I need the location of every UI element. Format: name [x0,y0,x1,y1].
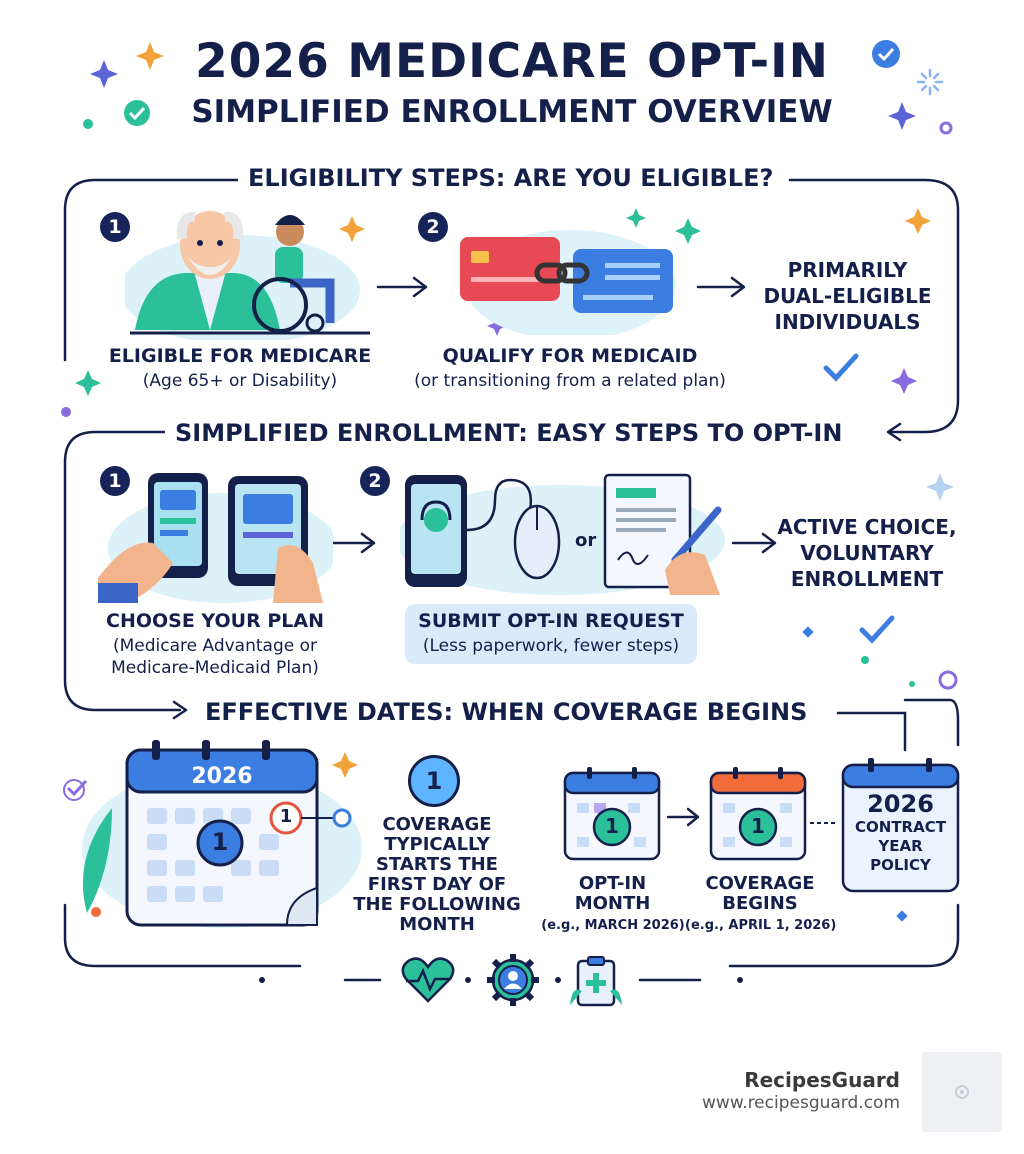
opt-in-calendar-icon [563,767,661,861]
opt-in-day: 1 [605,814,619,838]
footer-brand: RecipesGuard [744,1068,900,1092]
step-sublabel: (Medicare Advantage or [112,636,318,656]
user-gear-icon [487,954,539,1006]
step-sublabel: (Less paperwork, fewer steps) [422,636,680,656]
step-sublabel: (or transitioning from a related plan) [414,371,726,391]
effective-heading: EFFECTIVE DATES: WHEN COVERAGE BEGINS [195,698,818,726]
footer-url[interactable]: www.recipesguard.com [702,1093,900,1113]
phone-and-tablet-icon [98,473,333,603]
enrollment-result: ACTIVE CHOICE, VOLUNTARY ENROLLMENT [777,515,957,591]
check-icon [124,40,900,126]
eligibility-heading: ELIGIBILITY STEPS: ARE YOU ELIGIBLE? [238,164,784,192]
page-subtitle: SIMPLIFIED ENROLLMENT OVERVIEW [191,94,833,130]
medical-clipboard-icon [570,956,622,1007]
senior-and-wheelchair-illustration [125,211,370,340]
step-label: SUBMIT OPT-IN REQUEST [418,610,684,632]
step-label: QUALIFY FOR MEDICAID [442,345,698,367]
calendar-marker-day: 1 [279,806,293,827]
step-number: 2 [418,212,448,242]
or-text: or [575,530,597,551]
coverage-begins-label: COVERAGE BEGINS [705,873,815,914]
step-sublabel: (Age 65+ or Disability) [142,371,338,391]
eligibility-result: PRIMARILY DUAL-ELIGIBLE INDIVIDUALS [763,258,932,334]
contract-calendar-icon [841,758,960,893]
step-sublabel: Medicare-Medicaid Plan) [111,658,319,678]
coverage-day: 1 [751,814,765,838]
calendar-year: 2026 [191,764,253,789]
coverage-description: COVERAGE TYPICALLY STARTS THE FIRST DAY … [353,814,521,935]
step-number: 1 [100,212,130,242]
submit-methods-illustration [400,473,725,595]
linked-cards-icon [460,230,675,335]
opt-in-month-label: OPT-IN MONTH [574,873,651,914]
step-number: 1 [100,466,130,496]
step-label: ELIGIBLE FOR MEDICARE [108,345,372,367]
enrollment-heading: SIMPLIFIED ENROLLMENT: EASY STEPS TO OPT… [165,419,853,447]
calendar-day: 1 [211,828,229,856]
page-title: 2026 MEDICARE OPT-IN [195,34,829,89]
calendar-icon [82,740,362,928]
brand-logo [922,1052,1002,1132]
step-label: CHOOSE YOUR PLAN [106,610,324,632]
coverage-badge: 1 [408,755,460,807]
heart-pulse-icon [401,957,455,1003]
opt-in-example: (e.g., MARCH 2026) [541,918,685,933]
contract-year-text: 2026 CONTRACT YEAR POLICY [855,790,946,874]
coverage-calendar-icon [709,767,807,861]
step-number: 2 [360,466,390,496]
coverage-example: (e.g., APRIL 1, 2026) [685,918,837,933]
submit-highlight [405,604,697,664]
